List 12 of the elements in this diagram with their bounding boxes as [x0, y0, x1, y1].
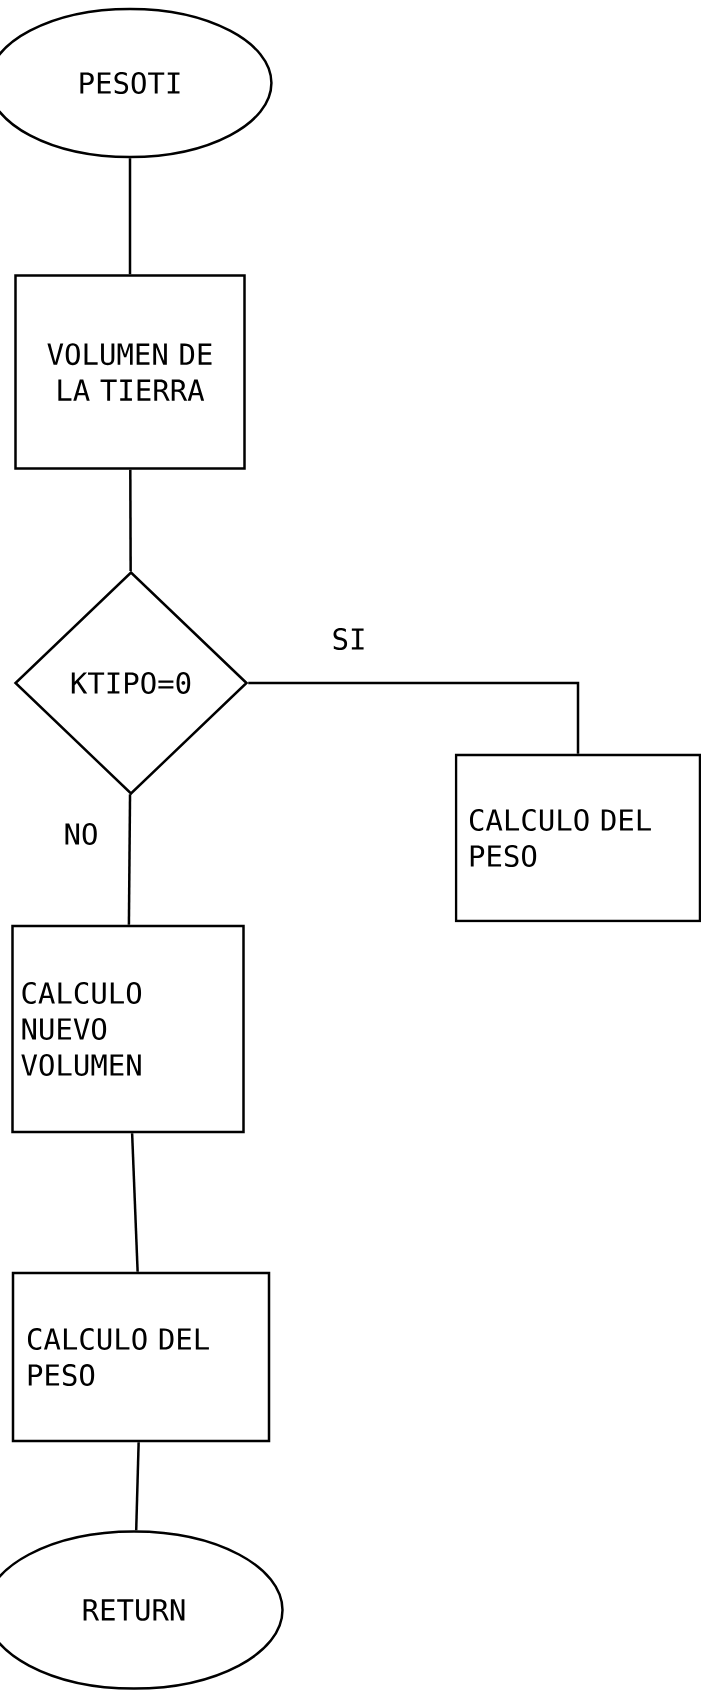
connector-line — [248, 681, 580, 754]
edge-label: NO — [65, 823, 97, 845]
connector-line — [128, 158, 132, 275]
connector-line — [134, 1442, 140, 1531]
connector-line — [129, 469, 132, 572]
process-box: VOLUMEN DE LA TIERRA — [14, 274, 246, 470]
process-box: CALCULO NUEVO VOLUMEN — [11, 924, 245, 1134]
connector-line — [130, 1133, 139, 1272]
connector-line — [127, 794, 132, 925]
process-box: CALCULO DEL PESO — [454, 753, 701, 923]
process-box: CALCULO DEL PESO — [11, 1271, 271, 1443]
edge-label: SI — [333, 628, 364, 650]
